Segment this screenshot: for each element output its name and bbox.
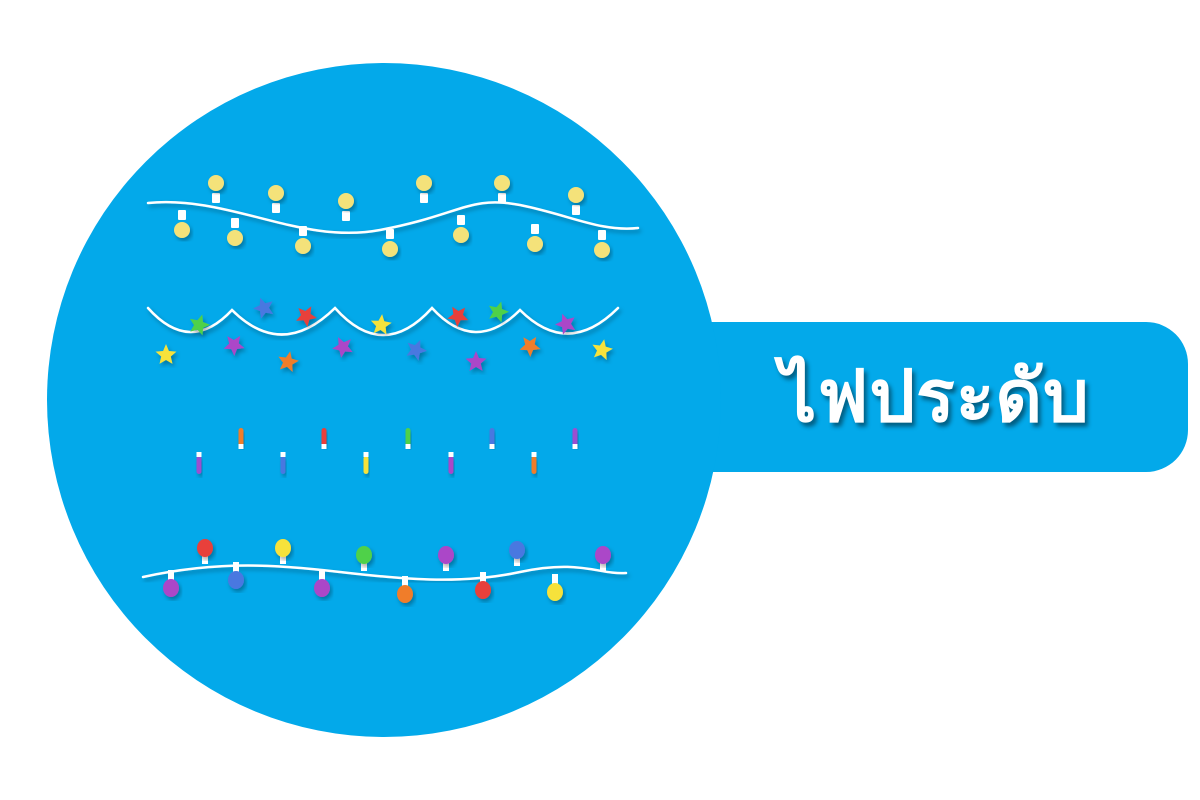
- wire: [146, 306, 620, 337]
- bulb: [416, 175, 432, 191]
- capsule-light: [531, 456, 537, 474]
- star-light: [406, 339, 427, 361]
- pear-bulb: [356, 546, 372, 564]
- bulb: [268, 185, 284, 201]
- pear-bulb: [595, 546, 611, 564]
- bulb-socket: [272, 203, 280, 213]
- pear-socket: [480, 572, 486, 582]
- bulb: [338, 193, 354, 209]
- star-light: [592, 339, 613, 360]
- star-light: [296, 306, 317, 327]
- bulb: [227, 230, 243, 246]
- bulb-socket: [299, 226, 307, 236]
- pear-socket: [202, 554, 208, 564]
- capsule-light: [363, 456, 369, 474]
- light-string-pear-bulbs: [141, 539, 628, 603]
- pear-socket: [319, 570, 325, 580]
- capsule-socket: [238, 444, 244, 449]
- bulb: [174, 222, 190, 238]
- star-light: [332, 337, 353, 358]
- pear-socket: [280, 554, 286, 564]
- star-light: [370, 314, 392, 335]
- capsule-socket: [448, 452, 454, 457]
- capsule-light: [196, 456, 202, 474]
- pear-socket: [402, 576, 408, 586]
- pear-socket: [443, 561, 449, 571]
- bulb-socket: [178, 210, 186, 220]
- bulb-socket: [212, 193, 220, 203]
- label-text: ไฟประดับ: [780, 353, 1090, 438]
- capsule-socket: [572, 444, 578, 449]
- pear-bulb: [509, 541, 525, 559]
- capsule-socket: [489, 444, 495, 449]
- pear-bulb: [547, 583, 563, 601]
- star-light: [465, 351, 487, 371]
- star-light: [278, 351, 299, 372]
- capsule-socket: [321, 444, 327, 449]
- star-light: [447, 306, 469, 327]
- bulb-socket: [598, 230, 606, 240]
- bulb: [494, 175, 510, 191]
- capsule-light: [489, 428, 495, 446]
- pear-socket: [514, 556, 520, 566]
- pear-bulb: [475, 581, 491, 599]
- capsule-socket: [531, 452, 537, 457]
- badge-circle: [47, 63, 721, 737]
- bulb: [295, 238, 311, 254]
- bulb-socket: [420, 193, 428, 203]
- wire: [146, 200, 640, 235]
- bulb: [382, 241, 398, 257]
- bulb-socket: [498, 193, 506, 203]
- pear-socket: [552, 574, 558, 584]
- capsule-light: [280, 456, 286, 474]
- pear-socket: [361, 561, 367, 571]
- pear-bulb: [163, 579, 179, 597]
- pear-bulb: [275, 539, 291, 557]
- star-light: [253, 297, 274, 319]
- capsule-light: [321, 428, 327, 446]
- star-light: [519, 336, 541, 357]
- light-string-round-bulbs: [146, 175, 640, 258]
- star-light: [555, 313, 576, 335]
- bulb-socket: [342, 211, 350, 221]
- capsule-light: [405, 428, 411, 446]
- star-light: [155, 344, 177, 364]
- pear-bulb: [397, 585, 413, 603]
- capsule-socket: [280, 452, 286, 457]
- capsule-light: [572, 428, 578, 446]
- pear-socket: [168, 570, 174, 580]
- bulb: [208, 175, 224, 191]
- light-string-stars: [146, 297, 620, 372]
- capsule-light: [238, 428, 244, 446]
- bulb: [594, 242, 610, 258]
- bulb-socket: [457, 215, 465, 225]
- pear-socket: [233, 562, 239, 572]
- capsule-light: [448, 456, 454, 474]
- bulb-socket: [386, 229, 394, 239]
- bulb-socket: [531, 224, 539, 234]
- pear-bulb: [438, 546, 454, 564]
- star-light: [223, 335, 245, 356]
- star-light: [190, 314, 210, 336]
- star-light: [489, 301, 509, 323]
- bulb-socket: [572, 205, 580, 215]
- light-string-capsules: [136, 428, 628, 474]
- bulb: [453, 227, 469, 243]
- pear-socket: [600, 561, 606, 571]
- capsule-socket: [405, 444, 411, 449]
- capsule-socket: [196, 452, 202, 457]
- bulb: [568, 187, 584, 203]
- capsule-socket: [363, 452, 369, 457]
- pear-bulb: [314, 579, 330, 597]
- bulb-socket: [231, 218, 239, 228]
- pear-bulb: [197, 539, 213, 557]
- bulb: [527, 236, 543, 252]
- pear-bulb: [228, 571, 244, 589]
